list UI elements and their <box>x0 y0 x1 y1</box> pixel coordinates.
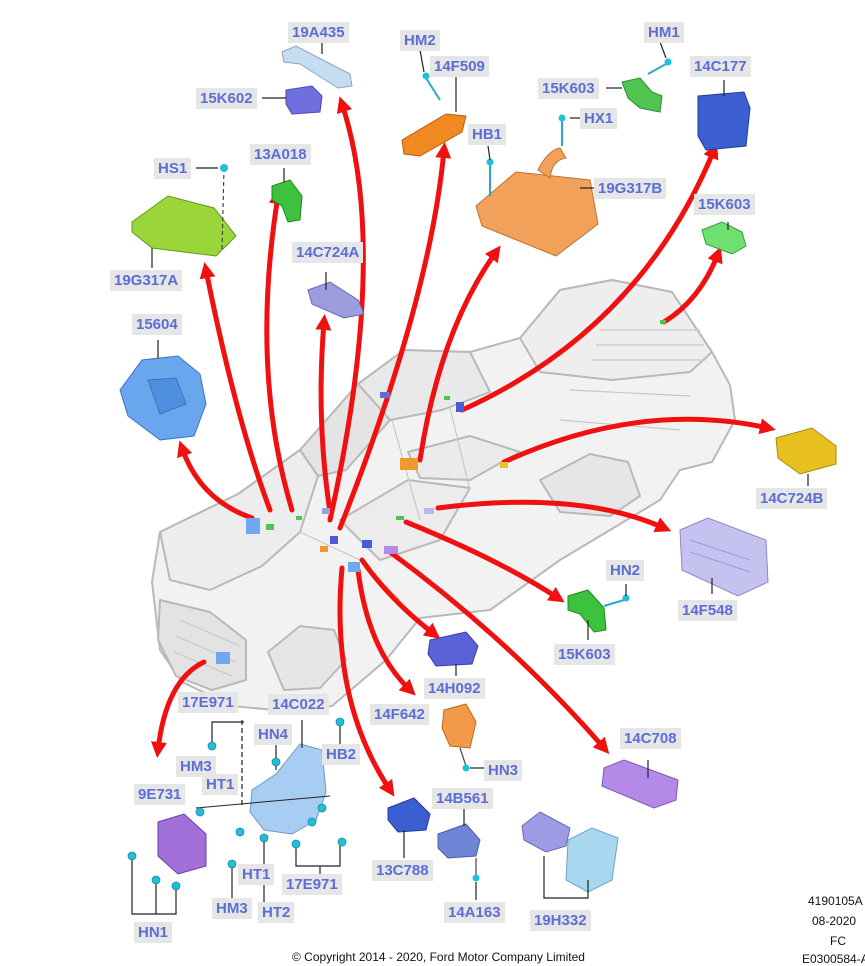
label-14h092: 14H092 <box>424 678 485 699</box>
part-19g317b <box>475 114 599 257</box>
part-19h332 <box>521 811 619 899</box>
part-13c788 <box>387 797 431 833</box>
label-14b561: 14B561 <box>432 788 493 809</box>
part-14b561 <box>437 823 481 882</box>
label-14f548: 14F548 <box>678 600 737 621</box>
label-hx1: HX1 <box>580 108 618 129</box>
label-14c177: 14C177 <box>690 56 751 77</box>
label-19a435: 19A435 <box>288 22 349 43</box>
part-14c724a <box>307 281 365 319</box>
label-13a018: 13A018 <box>250 144 311 165</box>
label-hb2: HB2 <box>322 744 361 765</box>
label-15k603-top: 15K603 <box>538 78 599 99</box>
label-13c788: 13C788 <box>372 860 433 881</box>
label-15k603-lower: 15K603 <box>554 644 615 665</box>
doc-id: 4190105A <box>808 894 863 908</box>
label-hn1: HN1 <box>134 922 173 943</box>
part-14c708 <box>601 759 679 809</box>
part-14c177 <box>697 91 751 151</box>
truck-body <box>151 279 736 713</box>
label-hn4: HN4 <box>254 724 293 745</box>
part-14f509 <box>401 72 467 157</box>
label-14c708: 14C708 <box>620 728 681 749</box>
label-hm2: HM2 <box>400 30 440 51</box>
label-hm3-bottom: HM3 <box>212 898 252 919</box>
part-13a018 <box>271 179 303 223</box>
label-hb1: HB1 <box>468 124 507 145</box>
label-17e971-top: 17E971 <box>178 692 238 713</box>
label-15604: 15604 <box>132 314 182 335</box>
doc-date: 08-2020 <box>812 914 857 928</box>
label-14c724a: 14C724A <box>292 242 364 263</box>
part-14c724b <box>775 427 837 475</box>
label-14a163: 14A163 <box>444 902 505 923</box>
label-hm1: HM1 <box>644 22 684 43</box>
part-19a435 <box>281 45 353 89</box>
label-ht1-top: HT1 <box>202 774 239 795</box>
file-id: E0300584-A <box>802 952 865 966</box>
part-15k603-lower <box>567 589 630 633</box>
callout-arrows <box>150 96 776 797</box>
part-15k602 <box>285 85 323 115</box>
label-17e971-bottom: 17E971 <box>282 874 342 895</box>
part-15604 <box>119 355 207 441</box>
part-14f642 <box>441 703 477 772</box>
part-15k603-top <box>621 58 672 113</box>
part-9e731 <box>157 813 207 875</box>
copyright: © Copyright 2014 - 2020, Ford Motor Comp… <box>292 950 585 964</box>
label-hm3-top: HM3 <box>176 756 216 777</box>
label-9e731: 9E731 <box>134 784 186 805</box>
label-19h332: 19H332 <box>530 910 591 931</box>
doc-code: FC <box>830 934 846 948</box>
label-15k603-right: 15K603 <box>694 194 755 215</box>
leader-lines <box>151 41 809 900</box>
label-14f509: 14F509 <box>430 56 489 77</box>
label-hn2: HN2 <box>606 560 645 581</box>
part-14f548 <box>679 517 769 597</box>
label-14c724b: 14C724B <box>756 488 828 509</box>
label-19g317b: 19G317B <box>594 178 667 199</box>
truck-part-markers <box>216 320 666 664</box>
fastener-dots <box>127 717 347 891</box>
part-15k603-right <box>701 221 747 255</box>
part-19g317a <box>131 164 237 257</box>
label-14c022: 14C022 <box>268 694 329 715</box>
part-14h092 <box>427 631 479 667</box>
label-15k602: 15K602 <box>196 88 257 109</box>
label-hn3: HN3 <box>484 760 523 781</box>
label-hs1: HS1 <box>154 158 192 179</box>
label-ht2: HT2 <box>258 902 295 923</box>
label-ht1-bottom: HT1 <box>238 864 275 885</box>
label-19g317a: 19G317A <box>110 270 183 291</box>
label-14f642: 14F642 <box>370 704 429 725</box>
